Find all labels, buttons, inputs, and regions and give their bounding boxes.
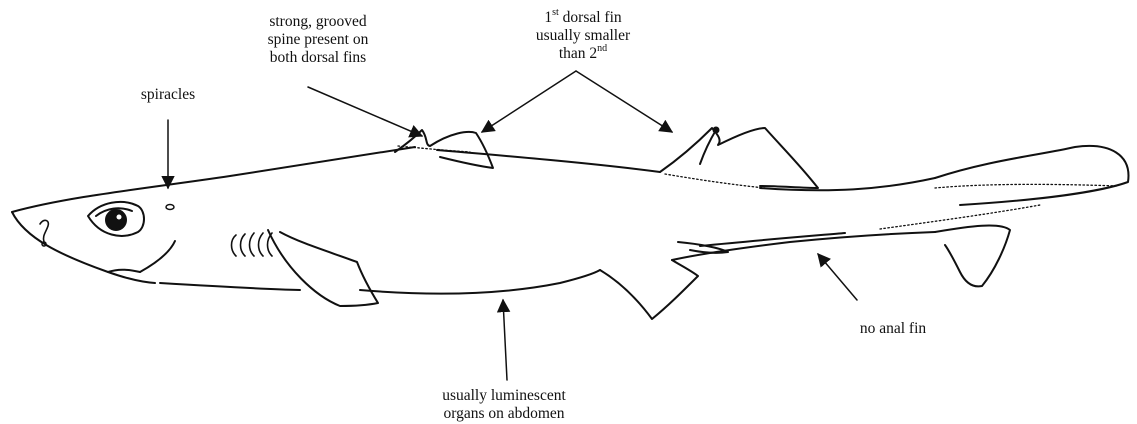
label-line: usually luminescent bbox=[404, 387, 604, 405]
label-line: usually smaller bbox=[508, 27, 658, 45]
label-dorsal-fin-size: 1st dorsal fin usually smaller than 2nd bbox=[508, 9, 658, 63]
gill-slit bbox=[232, 235, 237, 256]
mouth bbox=[108, 270, 140, 272]
gill-slit bbox=[241, 234, 246, 256]
shark-abdomen bbox=[360, 270, 600, 294]
dorsal-spine-tip bbox=[714, 128, 719, 133]
label-line: than 2nd bbox=[508, 45, 658, 63]
label-dorsal-spines: strong, grooved spine present on both do… bbox=[248, 13, 388, 67]
arrow-spine bbox=[308, 87, 422, 136]
arrow-anal-fin bbox=[818, 254, 857, 300]
label-line: strong, grooved bbox=[248, 13, 388, 31]
shark-dorsal-profile bbox=[12, 147, 415, 212]
eye-pupil bbox=[106, 210, 126, 230]
arrow-luminescent bbox=[503, 300, 507, 380]
shark-back-mid bbox=[437, 150, 660, 172]
spiracle bbox=[166, 205, 174, 210]
first-dorsal-fin bbox=[395, 130, 493, 168]
ordinal-number: 1 bbox=[544, 9, 552, 26]
label-line: spine present on bbox=[248, 31, 388, 49]
label-spiracles: spiracles bbox=[118, 86, 218, 104]
arrow-dorsal-first bbox=[482, 71, 576, 132]
shark-belly bbox=[160, 283, 300, 290]
gill-slit bbox=[259, 233, 264, 256]
caudal-dotted-upper bbox=[935, 184, 1118, 188]
label-luminescent-organs: usually luminescent organs on abdomen bbox=[404, 387, 604, 423]
label-line: organs on abdomen bbox=[404, 405, 604, 423]
gill-slit bbox=[250, 233, 255, 256]
shark-back-rear bbox=[760, 178, 935, 190]
dorsal-dotted-line-1 bbox=[398, 146, 470, 152]
pelvic-fin bbox=[600, 260, 698, 319]
gill-slits bbox=[232, 233, 273, 256]
label-no-anal-fin: no anal fin bbox=[838, 320, 948, 338]
mouth-corner bbox=[140, 241, 175, 272]
dorsal-dotted-line-2 bbox=[665, 174, 765, 188]
arrow-dorsal-second bbox=[576, 71, 672, 132]
label-text: dorsal fin bbox=[559, 9, 622, 26]
ordinal-suffix: nd bbox=[597, 43, 607, 54]
label-text: than 2 bbox=[559, 45, 597, 62]
second-dorsal-fin-spine bbox=[700, 130, 716, 164]
caudal-fin-upper-lobe bbox=[935, 146, 1128, 205]
eye-highlight bbox=[117, 215, 122, 220]
pectoral-fin bbox=[268, 230, 378, 306]
caudal-fin-lower-lobe bbox=[935, 226, 1010, 287]
second-dorsal-fin bbox=[660, 128, 818, 188]
label-line: both dorsal fins bbox=[248, 49, 388, 67]
ordinal-suffix: st bbox=[552, 7, 559, 18]
caudal-dotted-lower bbox=[880, 205, 1040, 229]
shark-snout bbox=[12, 212, 155, 283]
nostril bbox=[40, 220, 48, 242]
label-line: 1st dorsal fin bbox=[508, 9, 658, 27]
